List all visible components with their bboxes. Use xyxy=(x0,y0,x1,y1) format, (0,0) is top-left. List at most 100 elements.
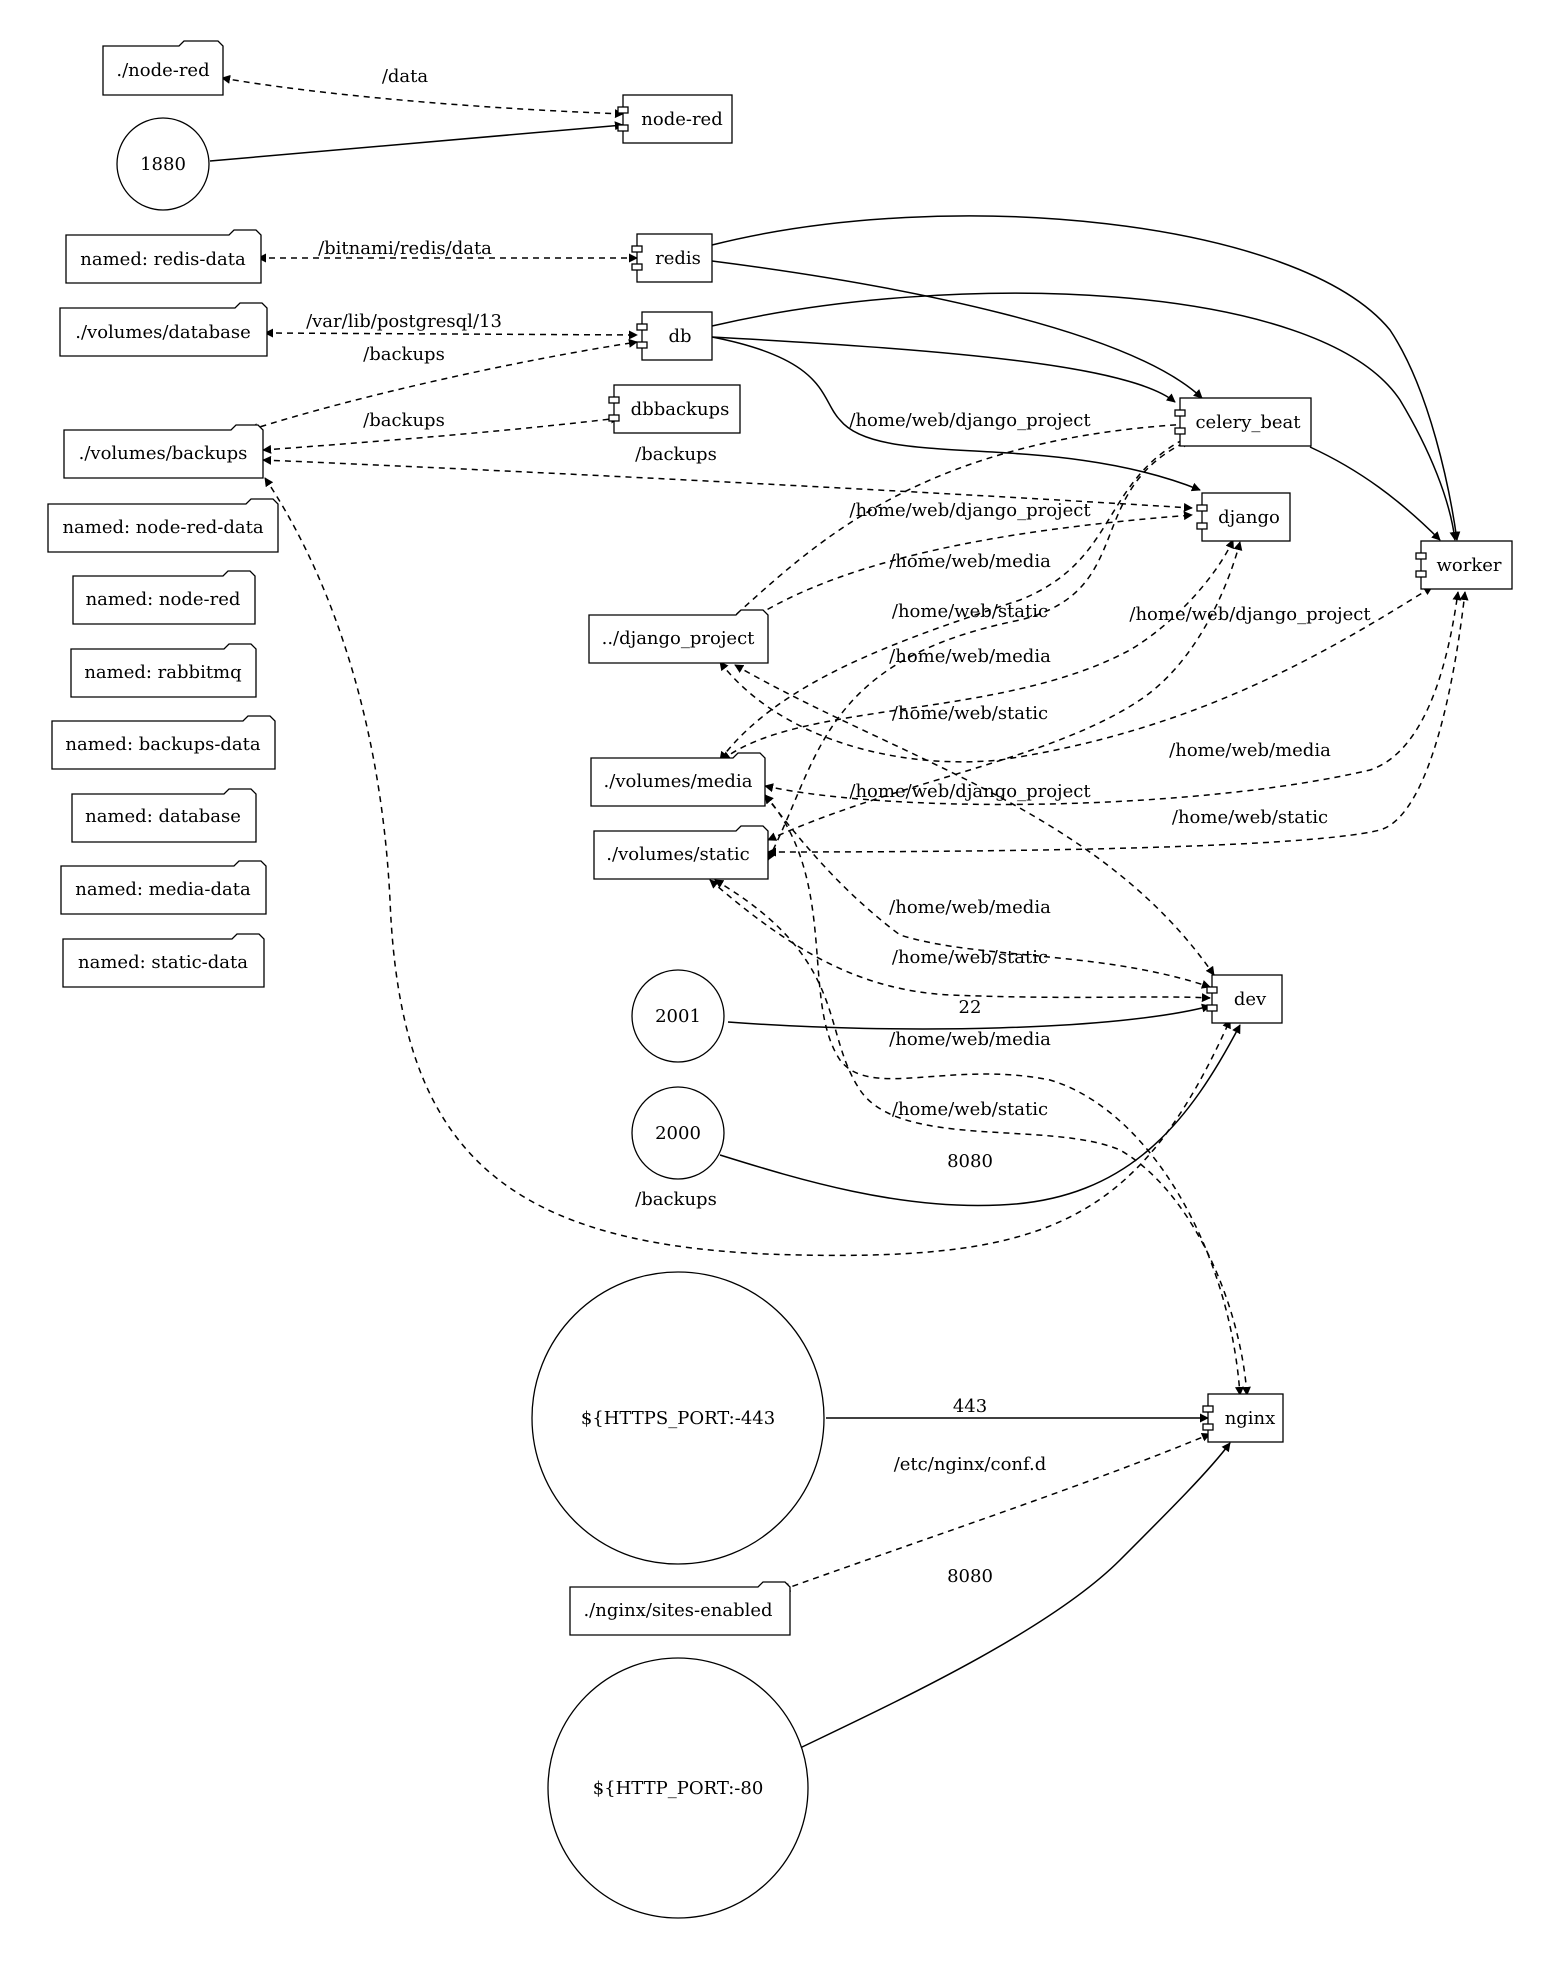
label-hwm-nginx: /home/web/media xyxy=(889,1029,1051,1050)
label-backups-db: /backups xyxy=(363,344,445,365)
svg-text:./nginx/sites-enabled: ./nginx/sites-enabled xyxy=(583,1600,772,1621)
svg-text:named: static-data: named: static-data xyxy=(78,952,248,973)
port-2000[interactable]: 2000 xyxy=(631,1086,725,1180)
label-hws-nginx: /home/web/static xyxy=(892,1099,1048,1120)
label-port-443: 443 xyxy=(953,1396,987,1417)
volume-static[interactable]: ./volumes/static xyxy=(593,825,769,880)
service-dbbackups[interactable]: dbbackups xyxy=(608,384,741,434)
label-backups-dbbackups: /backups xyxy=(363,410,445,431)
label-data: /data xyxy=(382,66,429,87)
label-hwm-dev: /home/web/media xyxy=(889,897,1051,918)
svg-text:dbbackups: dbbackups xyxy=(631,399,730,420)
svg-text:named: node-red-data: named: node-red-data xyxy=(62,517,263,538)
volume-sites-enabled[interactable]: ./nginx/sites-enabled xyxy=(569,1581,791,1636)
service-db[interactable]: db xyxy=(636,311,713,361)
svg-text:django: django xyxy=(1218,507,1280,528)
service-django[interactable]: django xyxy=(1196,492,1291,542)
edge-postgres-data xyxy=(264,328,638,340)
svg-text:named: database: named: database xyxy=(85,806,241,827)
svg-text:./volumes/database: ./volumes/database xyxy=(75,322,251,343)
port-http[interactable]: ${HTTP_PORT:-80 xyxy=(547,1657,809,1919)
label-postgres: /var/lib/postgresql/13 xyxy=(306,311,502,332)
volume-named-rabbitmq[interactable]: named: rabbitmq xyxy=(70,643,257,698)
label-port-8080-dev: 8080 xyxy=(947,1151,993,1172)
label-backups-dev: /backups xyxy=(635,1189,717,1210)
svg-text:named: rabbitmq: named: rabbitmq xyxy=(84,662,241,683)
port-nodes: 1880 2001 2000 ${HTTPS_PORT:-443 ${HTTP_… xyxy=(116,117,825,1919)
label-port-8080-nginx: 8080 xyxy=(947,1566,993,1587)
service-redis[interactable]: redis xyxy=(631,233,713,283)
volume-media[interactable]: ./volumes/media xyxy=(590,752,766,807)
volume-database[interactable]: ./volumes/database xyxy=(59,302,268,357)
edge-labels: /data /bitnami/redis/data /var/lib/postg… xyxy=(306,66,1371,1587)
volume-named-node-red-data[interactable]: named: node-red-data xyxy=(47,498,279,553)
edge-redis-worker xyxy=(711,215,1461,541)
label-hwdp-dev: /home/web/django_project xyxy=(849,781,1091,802)
label-hws-django: /home/web/static xyxy=(892,703,1048,724)
service-celery-beat[interactable]: celery_beat xyxy=(1174,397,1312,447)
svg-text:nginx: nginx xyxy=(1225,1408,1276,1429)
volume-named-media-data[interactable]: named: media-data xyxy=(60,860,267,915)
svg-text:named: backups-data: named: backups-data xyxy=(65,734,261,755)
svg-text:db: db xyxy=(668,326,691,347)
edges xyxy=(209,74,1469,1749)
label-hwdp-worker: /home/web/django_project xyxy=(1129,604,1371,625)
svg-text:named: node-red: named: node-red xyxy=(86,589,241,610)
svg-text:${HTTP_PORT:-80: ${HTTP_PORT:-80 xyxy=(593,1778,764,1799)
svg-text:../django_project: ../django_project xyxy=(602,628,756,649)
edge-media-nginx xyxy=(764,794,1244,1396)
edge-db-celery-beat xyxy=(711,336,1176,403)
label-hwdp-django: /home/web/django_project xyxy=(849,500,1091,521)
edge-backups-dev xyxy=(264,477,1231,1257)
service-nodes: node-red redis db dbbackups celery_beat xyxy=(608,94,1513,1443)
edge-1880-node-red xyxy=(209,121,624,162)
label-hwdp-celery: /home/web/django_project xyxy=(849,410,1091,431)
service-dev[interactable]: dev xyxy=(1206,974,1283,1024)
volume-named-redis-data[interactable]: named: redis-data xyxy=(65,229,262,284)
svg-text:redis: redis xyxy=(655,248,701,269)
label-hwm-worker: /home/web/media xyxy=(1169,740,1331,761)
edge-redis-celery-beat xyxy=(711,260,1203,399)
volume-nodes: ./node-red named: redis-data ./volumes/d… xyxy=(47,40,791,1636)
svg-text:named: media-data: named: media-data xyxy=(75,879,251,900)
edge-backups-dbbackups xyxy=(262,414,620,454)
volume-django-project[interactable]: ../django_project xyxy=(588,609,769,664)
service-node-red[interactable]: node-red xyxy=(617,94,733,144)
label-bitnami: /bitnami/redis/data xyxy=(318,238,492,259)
label-backups-django: /backups xyxy=(635,444,717,465)
edge-sites-nginx xyxy=(781,1432,1211,1592)
edge-celery-beat-worker xyxy=(1309,446,1441,541)
svg-text:dev: dev xyxy=(1234,989,1267,1010)
volume-node-red[interactable]: ./node-red xyxy=(102,40,224,96)
port-https[interactable]: ${HTTPS_PORT:-443 xyxy=(531,1271,825,1565)
label-hws-dev: /home/web/static xyxy=(892,947,1048,968)
port-2001[interactable]: 2001 xyxy=(631,969,725,1063)
service-worker[interactable]: worker xyxy=(1415,540,1513,590)
volume-named-static-data[interactable]: named: static-data xyxy=(62,933,265,988)
volume-named-database[interactable]: named: database xyxy=(71,788,257,843)
edge-2000-dev xyxy=(719,1024,1241,1207)
label-hwm-celery: /home/web/media xyxy=(889,551,1051,572)
svg-text:worker: worker xyxy=(1436,555,1501,576)
svg-text:named: redis-data: named: redis-data xyxy=(80,249,246,270)
edge-http-nginx xyxy=(799,1442,1231,1749)
svg-text:1880: 1880 xyxy=(140,154,186,175)
svg-text:./node-red: ./node-red xyxy=(116,60,209,81)
svg-text:./volumes/static: ./volumes/static xyxy=(606,844,749,865)
volume-named-backups-data[interactable]: named: backups-data xyxy=(51,715,276,770)
label-port-22: 22 xyxy=(959,997,982,1018)
svg-text:2000: 2000 xyxy=(655,1123,701,1144)
svg-text:./volumes/media: ./volumes/media xyxy=(604,771,753,792)
svg-text:2001: 2001 xyxy=(655,1006,701,1027)
label-hwm-django: /home/web/media xyxy=(889,646,1051,667)
volume-named-node-red[interactable]: named: node-red xyxy=(72,570,256,625)
svg-text:celery_beat: celery_beat xyxy=(1195,412,1301,433)
volume-backups[interactable]: ./volumes/backups xyxy=(63,424,264,479)
service-nginx[interactable]: nginx xyxy=(1202,1393,1284,1443)
svg-text:${HTTPS_PORT:-443: ${HTTPS_PORT:-443 xyxy=(581,1408,775,1429)
port-1880[interactable]: 1880 xyxy=(116,117,210,211)
svg-text:node-red: node-red xyxy=(641,109,722,130)
edge-static-worker xyxy=(767,591,1469,857)
edge-node-red-data xyxy=(221,74,624,119)
